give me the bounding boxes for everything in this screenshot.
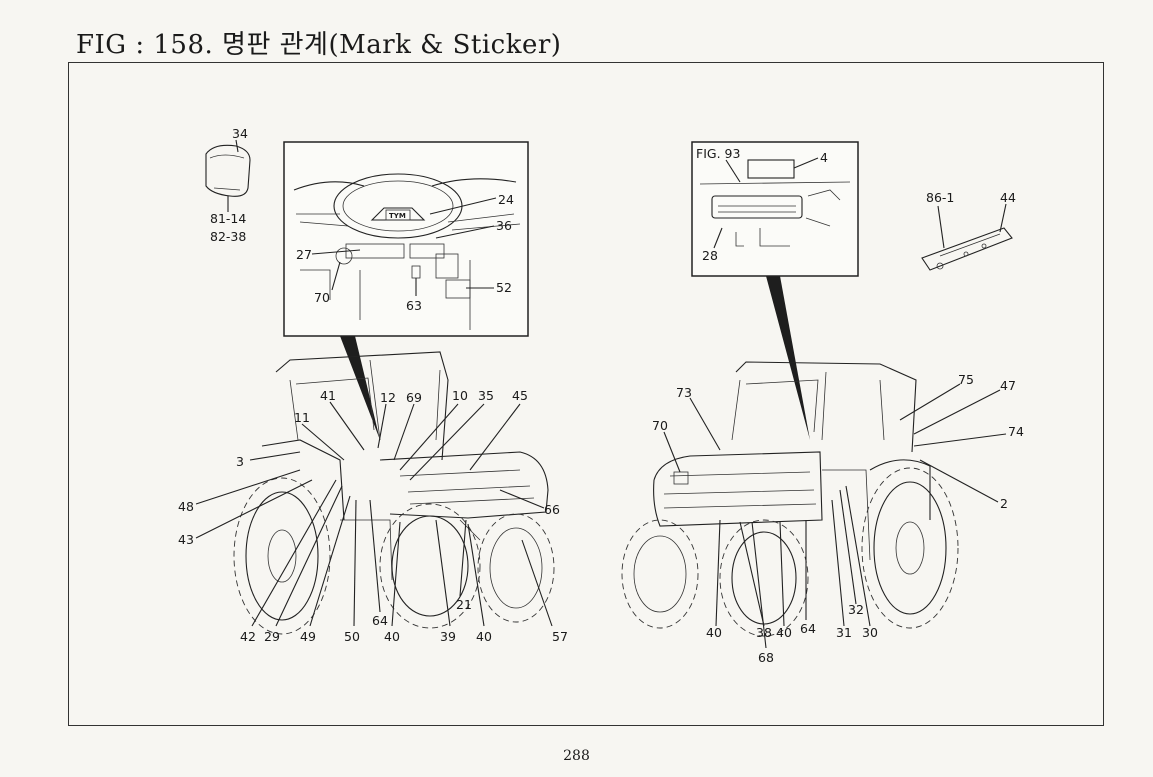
callout-57: 57 bbox=[552, 629, 568, 644]
callout-11: 11 bbox=[294, 410, 310, 425]
callout-86-1: 86-1 bbox=[926, 190, 954, 205]
callout-42: 42 bbox=[240, 629, 256, 644]
callout-82-38: 82-38 bbox=[210, 229, 246, 244]
callout-68: 68 bbox=[758, 650, 774, 665]
dashboard-inset: TYM 24 36 27 70 63 52 bbox=[283, 141, 529, 440]
callout-29: 29 bbox=[264, 629, 280, 644]
callout-2: 2 bbox=[1000, 496, 1008, 511]
page-title: FIG : 158. 명판 관계(Mark & Sticker) bbox=[76, 30, 562, 60]
callout-44: 44 bbox=[1000, 190, 1016, 205]
callout-40b: 40 bbox=[476, 629, 492, 644]
callout-48: 48 bbox=[178, 499, 194, 514]
callout-41: 41 bbox=[320, 388, 336, 403]
callout-39: 39 bbox=[440, 629, 456, 644]
callout-47: 47 bbox=[1000, 378, 1016, 393]
callout-35: 35 bbox=[478, 388, 494, 403]
rear-panel-inset: FIG. 93 4 28 bbox=[691, 141, 859, 440]
callout-69: 69 bbox=[406, 390, 422, 405]
callout-70-right: 70 bbox=[652, 418, 668, 433]
callout-66: 66 bbox=[544, 502, 560, 517]
callout-49: 49 bbox=[300, 629, 316, 644]
callout-12: 12 bbox=[380, 390, 396, 405]
page-number: 288 bbox=[563, 748, 590, 764]
callout-30: 30 bbox=[862, 625, 878, 640]
callout-21: 21 bbox=[456, 597, 472, 612]
callout-31: 31 bbox=[836, 625, 852, 640]
callout-74: 74 bbox=[1008, 424, 1024, 439]
callout-38: 38 bbox=[756, 625, 772, 640]
callout-45: 45 bbox=[512, 388, 528, 403]
badge-illustration: 34 81-14 82-38 bbox=[205, 126, 251, 244]
figure-frame bbox=[68, 62, 1104, 726]
callout-34: 34 bbox=[232, 126, 248, 141]
callout-36: 36 bbox=[496, 218, 512, 233]
logo-tym: TYM bbox=[389, 212, 406, 220]
callout-27: 27 bbox=[296, 247, 312, 262]
strip-illustration: 86-1 44 bbox=[921, 190, 1016, 271]
callout-64-right: 64 bbox=[800, 621, 816, 636]
callout-43: 43 bbox=[178, 532, 194, 547]
callout-64: 64 bbox=[372, 613, 388, 628]
callout-73: 73 bbox=[676, 385, 692, 400]
callout-24: 24 bbox=[498, 192, 514, 207]
callout-3: 3 bbox=[236, 454, 244, 469]
callout-63: 63 bbox=[406, 298, 422, 313]
callout-40-right-b: 40 bbox=[776, 625, 792, 640]
callout-10: 10 bbox=[452, 388, 468, 403]
callout-70: 70 bbox=[314, 290, 330, 305]
callout-75: 75 bbox=[958, 372, 974, 387]
callout-40: 40 bbox=[384, 629, 400, 644]
callout-52: 52 bbox=[496, 280, 512, 295]
tractor-left: 41 12 69 10 35 45 11 3 48 43 66 21 42 29… bbox=[178, 351, 568, 644]
callout-4: 4 bbox=[820, 150, 828, 165]
tractor-right: 73 70 75 47 74 2 40 38 40 64 31 30 32 68 bbox=[621, 361, 1024, 665]
callout-40-right: 40 bbox=[706, 625, 722, 640]
callout-fig-93: FIG. 93 bbox=[696, 146, 740, 161]
callout-28: 28 bbox=[702, 248, 718, 263]
callout-81-14: 81-14 bbox=[210, 211, 246, 226]
callout-32: 32 bbox=[848, 602, 864, 617]
callout-50: 50 bbox=[344, 629, 360, 644]
